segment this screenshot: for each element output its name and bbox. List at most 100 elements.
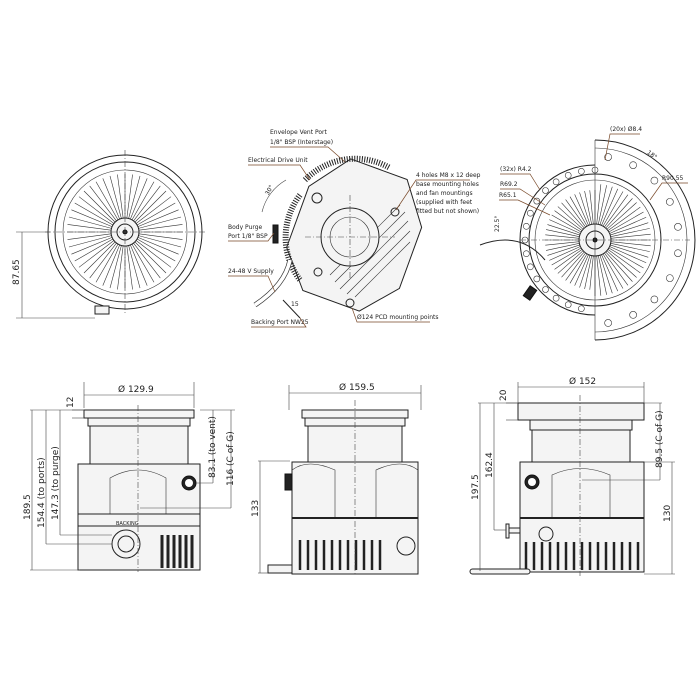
flange-bolt-hole — [564, 301, 572, 308]
rotor-blade — [601, 254, 619, 292]
flange-bolt-hole — [650, 176, 659, 185]
rotor-blade — [596, 184, 602, 225]
rotor-blade — [74, 202, 114, 226]
flange-bolt-hole — [552, 294, 560, 302]
flange-bolt-hole — [578, 168, 585, 175]
rotor-blade — [565, 252, 586, 281]
rotor-blade — [579, 255, 591, 288]
rotor-blade — [134, 241, 167, 274]
rotor-blade — [131, 243, 155, 283]
label-r90-55: R90.55 — [662, 175, 684, 182]
rotor-blade — [89, 242, 117, 279]
rotor-blade — [128, 175, 141, 219]
rotor-blade — [117, 174, 124, 219]
rotor-blade — [128, 245, 141, 289]
rotor-blade — [561, 202, 585, 229]
rotor-blade — [78, 240, 115, 268]
dim-162-4: 162.4 — [485, 452, 495, 478]
rotor-blade — [569, 253, 588, 284]
dim-130: 130 — [663, 505, 673, 522]
rotor-blade — [109, 245, 122, 289]
flange-bolt-hole — [604, 319, 612, 327]
label-body-purge: Body Purge — [228, 224, 263, 231]
flange-bolt-hole — [523, 250, 530, 257]
rotor-blade — [607, 249, 641, 274]
flange-bolt-hole — [674, 223, 682, 231]
label-r69-2: R69.2 — [500, 181, 518, 188]
dim-diameter-129-9: Ø 129.9 — [118, 384, 154, 395]
rotor-blade — [135, 196, 172, 224]
rotor-blade — [126, 245, 133, 290]
rotor-blade — [589, 190, 594, 225]
rotor-blade — [138, 224, 183, 231]
rotor-blade — [95, 181, 119, 221]
flange-bolt-hole — [666, 198, 674, 206]
rotor-blade — [589, 255, 594, 290]
rotor-blade — [136, 238, 176, 262]
rotor-blade — [602, 191, 624, 227]
rotor-blade — [569, 196, 588, 227]
flange-bolt-hole — [564, 172, 572, 179]
rotor-blade — [574, 194, 589, 226]
flange-bolt-hole — [552, 178, 560, 186]
rotor-blade — [599, 255, 613, 294]
label-mounting-holes-2: base mounting holes — [416, 181, 479, 188]
rotor-blade — [607, 206, 641, 231]
flange-bolt-hole — [650, 295, 659, 304]
label-pcd: Ø124 PCD mounting points — [357, 314, 439, 321]
flange-bolt-hole — [523, 223, 530, 230]
flange-bolt-hole — [527, 209, 534, 217]
rotor-blade — [610, 222, 649, 236]
rotor-blade — [598, 255, 607, 295]
label-mounting-holes-3: and fan mountings — [416, 190, 473, 197]
flange-bolt-hole — [629, 311, 637, 319]
dim-154-4-to-ports: 154.4 (to ports) — [37, 457, 47, 528]
rotor-blade — [610, 241, 651, 247]
rotor-blade — [546, 229, 580, 237]
rotor-blade — [601, 188, 619, 226]
bottom-middle-side-view: Ø 159.5 133 — [251, 382, 422, 575]
flange-bolt-hole — [604, 153, 612, 161]
rotor-blade — [606, 202, 637, 230]
bottom-left-side-view: BACKING Ø 129.9 12 189.5 154.4 (to ports… — [23, 382, 236, 572]
rotor-blade — [574, 254, 589, 286]
rotor-blade — [138, 233, 183, 240]
rotor-blade — [605, 251, 633, 282]
rotor-blade — [102, 178, 120, 220]
label-20x-holes: (20x) Ø8.4 — [610, 126, 642, 133]
label-mounting-holes-5: fitted but not shown) — [416, 208, 479, 215]
label-r65-1: R65.1 — [499, 192, 517, 199]
label-32x-holes: (32x) R4.2 — [500, 166, 532, 173]
rotor-blade — [135, 240, 172, 268]
rotor-blade — [551, 214, 582, 233]
rotor-blade — [565, 199, 586, 228]
rotor-blade — [604, 252, 629, 286]
dim-87-65: 87.65 — [12, 259, 22, 285]
label-18-deg: 18° — [645, 149, 658, 161]
rotor-blade — [138, 235, 182, 248]
flange-bolt-hole — [674, 249, 682, 257]
label-mounting-holes: 4 holes M8 x 12 deep — [416, 172, 481, 179]
top-middle-base-view: 30° 15 Envelope Vent Port 1/8" BSP (Inte… — [228, 129, 481, 328]
flange-bolt-hole — [527, 263, 534, 271]
top-left-inlet-view: (function(){var g=document.currentScript… — [12, 150, 205, 319]
dim-89-5-c-of-g: 89.5 (C of G) — [655, 410, 665, 468]
dim-147-3-to-purge: 147.3 (to purge) — [51, 446, 61, 520]
rotor-blade — [133, 242, 161, 279]
rotor-blade — [608, 247, 644, 269]
rotor-blade — [134, 190, 167, 223]
rotor-blade — [67, 233, 112, 240]
label-envelope-vent-port-thread: 1/8" BSP (Interstage) — [270, 139, 333, 146]
rotor-blade — [545, 234, 580, 239]
rotor-blade — [609, 246, 647, 264]
rotor-blade — [551, 247, 582, 266]
rotor-blade — [610, 243, 650, 252]
rotor-blade — [545, 241, 580, 246]
rotor-blade — [598, 185, 607, 225]
rotor-blade — [610, 233, 651, 239]
rotor-blade — [557, 250, 584, 274]
rotor-blade — [554, 249, 583, 270]
dim-83-1-to-vent: 83.1 (to vent) — [208, 416, 218, 478]
label-body-purge-thread: Port 1/8" BSP — [228, 233, 268, 240]
